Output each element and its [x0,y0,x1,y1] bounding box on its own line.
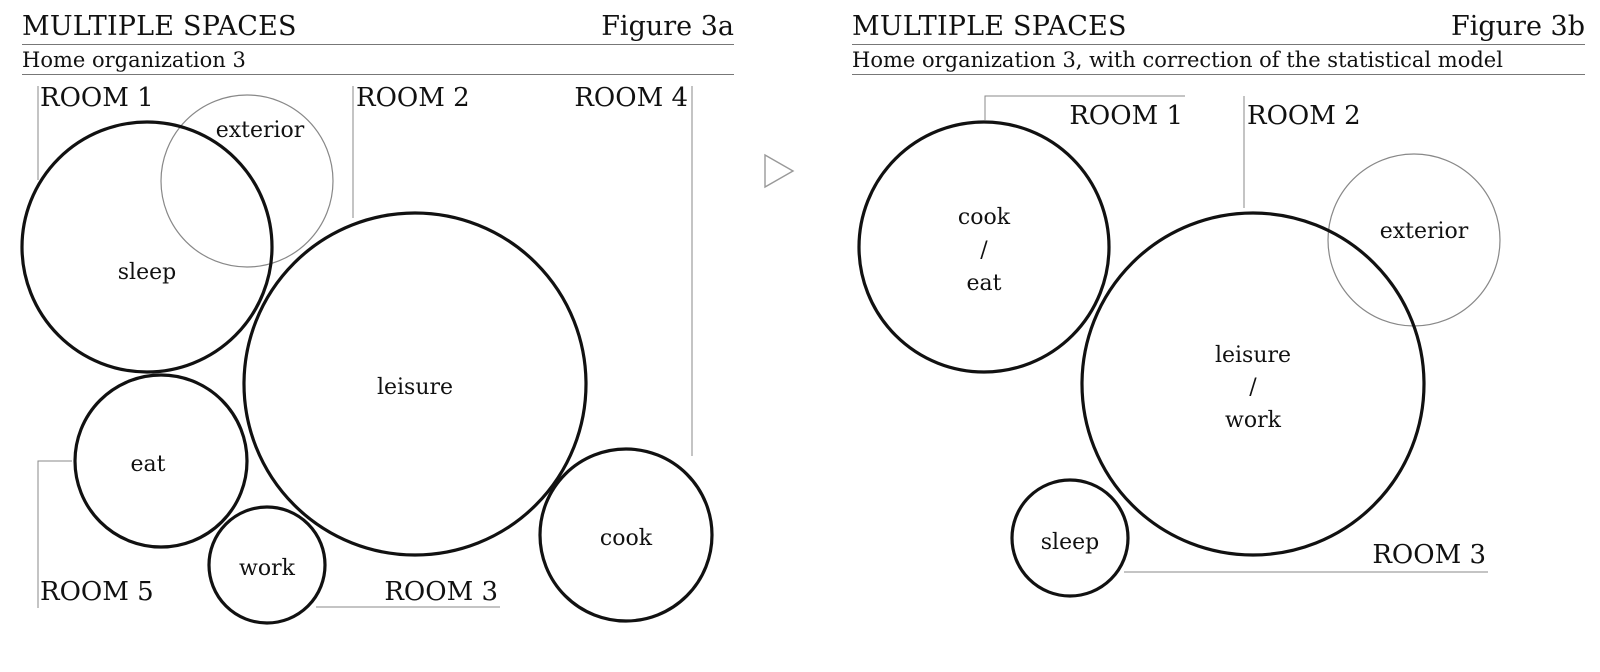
panel-b-header: MULTIPLE SPACES Figure 3b [852,6,1585,45]
b-exterior-label: exterior [1380,219,1469,244]
b-leisure-label: leisure [1215,343,1291,368]
room3-label: ROOM 3 [384,577,498,607]
panel-b-figure-label: Figure 3b [1451,11,1585,42]
work-label: work [239,556,296,581]
exterior-label: exterior [216,118,305,143]
b-sleep-label: sleep [1041,530,1099,555]
panel-b-subheader: Home organization 3, with correction of … [852,46,1585,75]
panel-b-diagram: cook / eat exterior leisure / work sleep… [857,95,1501,598]
b-slash1-label: / [980,238,988,263]
room4-label: ROOM 4 [574,83,688,113]
panel-a-title: MULTIPLE SPACES [22,11,297,42]
eat-label: eat [131,452,166,477]
b-eat-label: eat [967,271,1002,296]
panel-figure-3b: MULTIPLE SPACES Figure 3b Home organizat… [850,0,1600,672]
room5-leader-line [37,460,72,608]
room1-label: ROOM 1 [40,83,154,113]
panel-b-subtitle: Home organization 3, with correction of … [852,48,1503,72]
b-room1-leader-line [984,95,1185,120]
b-room2-label: ROOM 2 [1247,101,1361,131]
cook-circle [538,447,714,623]
b-cook-label: cook [958,205,1011,230]
sleep-circle [20,120,274,374]
work-circle [207,505,327,625]
triangle-right-outline-icon [764,153,795,189]
eat-circle [73,373,249,549]
room2-label: ROOM 2 [356,83,470,113]
leisure-circle [242,211,588,557]
panel-a-diagram: exterior sleep leisure eat work cook ROO… [20,83,714,625]
cook-label: cook [600,526,653,551]
panel-a-figure-label: Figure 3a [601,11,734,42]
b-cook-eat-circle [857,120,1111,374]
exterior-circle [160,94,334,268]
panel-figure-3a: MULTIPLE SPACES Figure 3a Home organizat… [0,0,760,672]
panel-a-header: MULTIPLE SPACES Figure 3a [22,6,734,45]
room5-label: ROOM 5 [40,577,154,607]
sleep-label: sleep [118,260,176,285]
panel-a-subheader: Home organization 3 [22,46,734,75]
panel-a-subtitle: Home organization 3 [22,48,246,72]
b-slash2-label: / [1249,375,1257,400]
b-leisure-work-circle [1080,211,1426,557]
b-room1-label: ROOM 1 [1069,101,1183,131]
panel-b-title: MULTIPLE SPACES [852,11,1127,42]
b-work-label: work [1225,408,1282,433]
leisure-label: leisure [377,375,453,400]
b-room3-label: ROOM 3 [1372,540,1486,570]
b-sleep-circle [1010,478,1130,598]
